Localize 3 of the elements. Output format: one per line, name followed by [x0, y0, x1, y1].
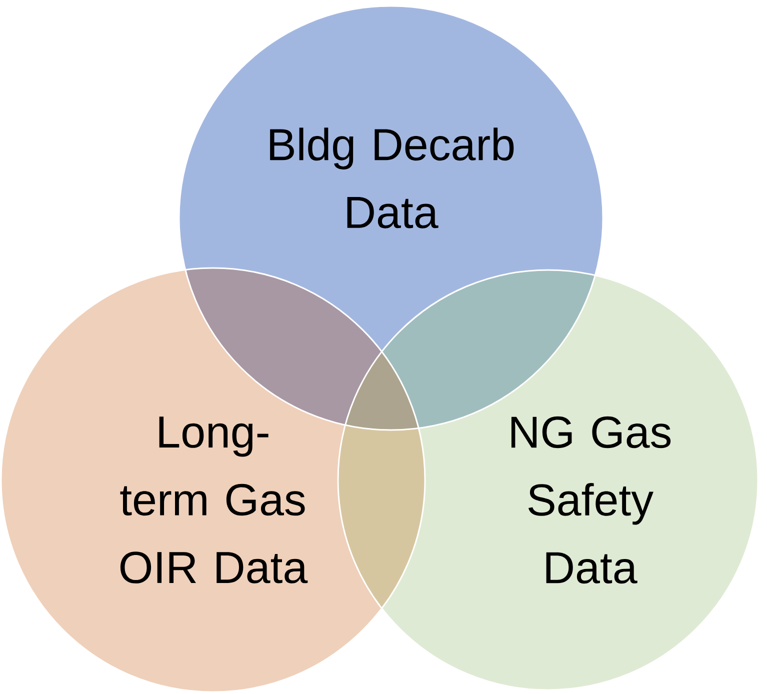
- circle-label: Long-term Gas OIR Data: [120, 416, 308, 584]
- circle-label: NG Gas Safety Data: [511, 416, 671, 584]
- circle-label: Bldg Decarb Data: [270, 128, 514, 228]
